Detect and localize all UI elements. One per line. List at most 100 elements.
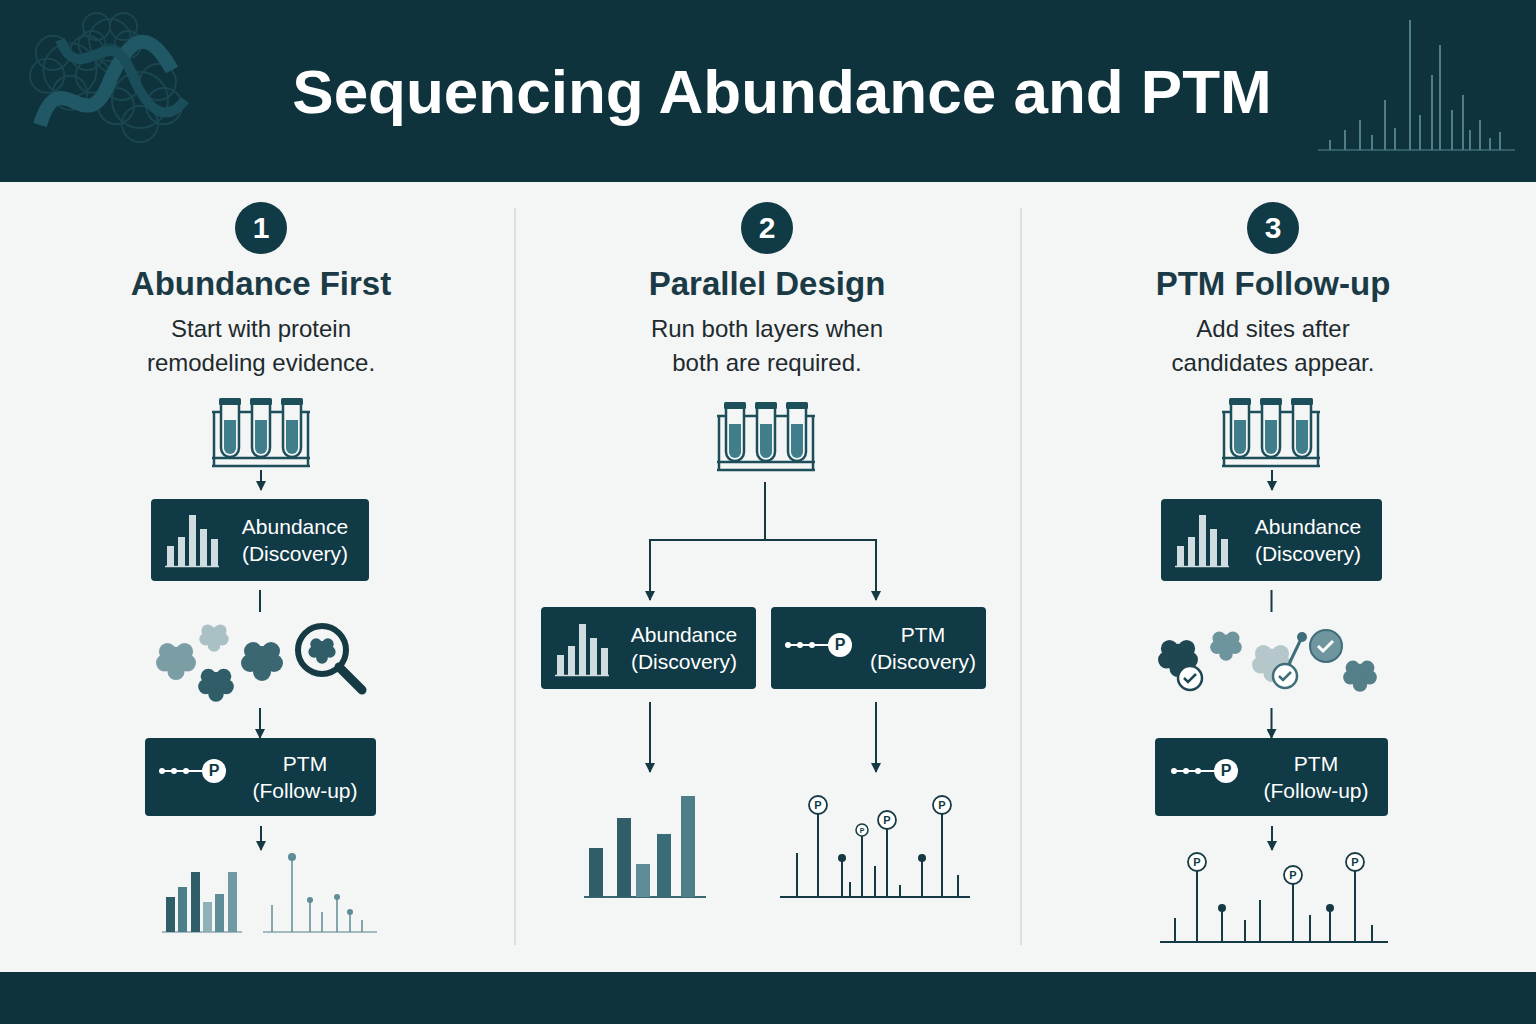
box-title: PTM [853,621,993,648]
ptm-site-plot [933,796,951,814]
protein-illustration [60,40,185,112]
node-text-group: Abundance(Discovery) [614,607,754,689]
flow-arrow [1271,826,1273,850]
abundance-bar-chart [584,796,706,897]
protein-cluster-icon [298,626,346,674]
candidate-cluster-icon [1318,641,1333,651]
abundance-bar-chart [636,864,650,897]
diagram-title: Sequencing Abundance and PTM [28,0,1536,182]
protein-illustration [98,64,182,142]
ptm-site-plot [1326,904,1334,912]
spectrum-illustration [1318,20,1515,150]
protein-cluster-icon [339,667,362,690]
candidate-cluster-icon [1252,645,1292,682]
ptm-site-plot [347,909,353,915]
abundance-bar-chart [215,894,224,932]
ptm-site-plot [1175,871,1372,942]
protein-illustration [79,13,142,72]
protein-cluster-icon [198,669,234,702]
column-divider [514,208,516,945]
abundance-bar-chart [191,872,200,932]
ptm-marker: P [938,800,945,811]
protein-cluster-icon [241,642,283,681]
process-box: PTM(Follow-up) [145,738,376,816]
abundance-bar-chart [584,896,706,898]
ptm-marker: P [1221,763,1232,779]
ptm-marker: P [835,637,846,653]
abundance-bar-chart [589,848,603,897]
node-text-group: 1 [253,213,270,243]
column-divider [1020,208,1022,945]
box-title: Abundance [614,621,754,648]
node-text-group: 2 [759,213,776,243]
ptm-site-plot [797,814,958,897]
ptm-site-plot [1346,853,1364,871]
box-title: Abundance [225,513,365,540]
candidate-cluster-icon [1210,632,1242,661]
box-subtitle: (Follow-up) [235,777,375,804]
protein-cluster-icon [156,624,362,701]
candidate-cluster-icon [1158,630,1377,692]
process-box: Abundance(Discovery) [541,607,756,689]
candidate-cluster-icon [1310,630,1342,662]
step-number: 1 [253,213,270,243]
spectrum-illustration [1330,20,1500,150]
abundance-bar-chart [178,887,187,932]
ptm-site-plot [878,811,896,829]
candidate-cluster-icon [1297,632,1307,642]
ptm-site-plot [918,854,926,862]
ptm-site-plot [288,853,296,861]
flow-arrow [1271,470,1273,490]
ptm-site-plot [307,897,313,903]
process-box: PTM(Discovery) [771,607,986,689]
ptm-site-plot [838,854,846,862]
ptm-site-plot [263,853,377,932]
abundance-bar-chart [162,872,242,932]
node-text-group: PTM(Follow-up) [1246,738,1386,816]
ptm-site-plot [272,857,362,932]
ptm-marker: P [860,827,865,834]
header-band [0,0,1536,182]
process-box: Abundance(Discovery) [151,499,369,581]
protein-cluster-icon [308,638,335,663]
ptm-site-plot [263,931,377,933]
protein-cluster-icon [156,643,196,680]
candidate-cluster-icon [1289,637,1302,664]
abundance-bar-chart [228,872,237,932]
flow-arrow [260,470,262,490]
step-number-circle: 2 [741,202,793,254]
flow-arrow [649,702,651,772]
column-heading: Parallel Design [547,264,987,304]
flow-arrow [875,702,877,772]
candidate-cluster-icon [1158,640,1198,677]
ptm-site-plot [780,896,970,898]
column-heading: Abundance First [41,264,481,304]
ptm-site-plot [334,894,340,900]
sample-tubes-icon [212,398,1320,470]
flow-arrow [650,540,765,600]
ptm-site-plot [1188,853,1206,871]
flow-arrow [764,482,766,540]
candidate-cluster-icon [1273,664,1297,688]
ptm-marker: P [1193,857,1200,868]
box-title: PTM [1246,750,1386,777]
abundance-bar-chart [162,931,242,933]
column-description: Start with protein remodeling evidence. [130,312,392,380]
ptm-site-plot [780,796,970,897]
candidate-cluster-icon [1184,674,1196,682]
protein-illustration [40,42,172,125]
protein-cluster-icon [199,624,228,651]
protein-illustration [30,36,110,110]
sample-tubes-icon [212,398,310,466]
candidate-cluster-icon [1178,666,1202,690]
spectrum-illustration [1318,149,1515,151]
node-text-group: Abundance(Discovery) [225,499,365,581]
step-number: 2 [759,213,776,243]
ptm-marker: P [883,815,890,826]
node-text-group: PTM(Discovery) [853,607,993,689]
box-subtitle: (Follow-up) [1246,777,1386,804]
protein-illustration [30,13,185,142]
flow-arrow [765,540,876,600]
abundance-bar-chart [203,902,212,932]
